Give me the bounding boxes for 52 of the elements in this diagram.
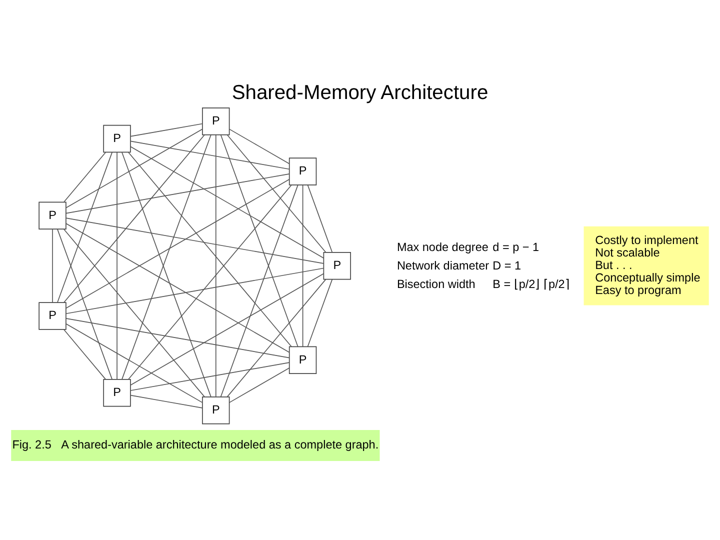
connector — [307, 278, 333, 348]
connector — [130, 123, 203, 137]
connector — [66, 323, 203, 403]
node-box: P — [288, 158, 317, 186]
node-box: P — [103, 124, 131, 153]
label: Max node degree — [396, 240, 488, 254]
connector — [66, 128, 203, 208]
connector — [130, 273, 324, 386]
connector — [64, 329, 106, 380]
connector — [66, 223, 290, 353]
connector — [130, 146, 324, 258]
label: Bisection width — [396, 278, 476, 291]
connector — [220, 184, 298, 398]
connector — [64, 134, 205, 303]
connector — [66, 268, 324, 314]
connector — [128, 184, 292, 380]
connector — [66, 178, 290, 309]
connector — [57, 152, 112, 303]
caption: Fig. 2.5 A shared-variable architecture modeled as a complete graph. — [12, 438, 379, 452]
connector — [57, 228, 112, 380]
connector — [116, 152, 118, 380]
connector — [64, 152, 106, 202]
label: D = 1 — [492, 259, 522, 272]
node-box: P — [202, 396, 230, 424]
connector — [220, 134, 298, 348]
connector — [128, 152, 292, 348]
node-box: P — [323, 252, 351, 280]
connector — [215, 134, 216, 398]
connector — [130, 140, 290, 170]
connector — [307, 184, 333, 253]
connector — [130, 394, 203, 408]
node-box: Costly to implement Not scalable But . . . Conceptually simple Easy to program — [584, 226, 709, 306]
connector — [226, 134, 326, 253]
node-box: P — [38, 302, 66, 330]
connector — [66, 318, 290, 358]
connector — [302, 184, 304, 347]
node-box: P — [202, 107, 230, 136]
connector — [64, 228, 205, 398]
connector — [229, 128, 290, 164]
connector — [130, 362, 290, 391]
connector — [226, 279, 326, 398]
label: Network diameter — [396, 259, 490, 272]
node-box: P — [103, 379, 131, 407]
connector — [228, 368, 290, 403]
diagram-title: Shared-Memory Architecture — [232, 82, 488, 104]
connector — [66, 174, 290, 214]
node-box: P — [288, 346, 317, 374]
connector — [52, 228, 53, 303]
label: B = ⌊p/2⌋ ⌈p/2⌉ — [492, 278, 570, 291]
label: d = p − 1 — [492, 240, 540, 254]
node-box: P — [38, 202, 66, 230]
connector — [66, 218, 324, 264]
